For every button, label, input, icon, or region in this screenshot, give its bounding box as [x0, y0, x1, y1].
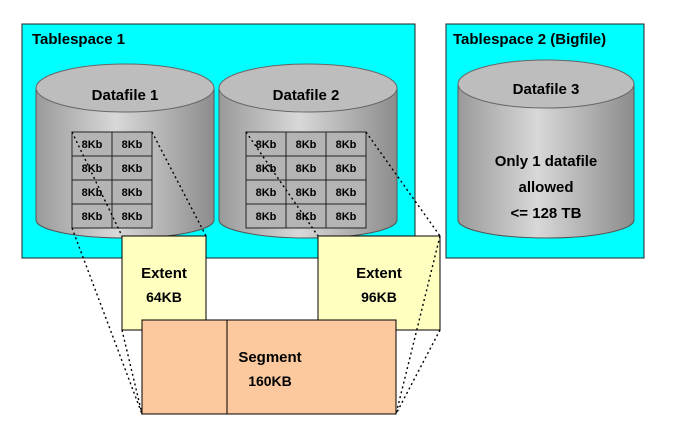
tablespace-1-title: Tablespace 1 — [32, 31, 125, 48]
extent-2-box — [317, 235, 441, 331]
datafile-2-block-cell — [325, 179, 367, 205]
datafile-3-title: Datafile 3 — [513, 81, 580, 98]
extent-1-label: Extent — [141, 265, 187, 282]
datafile-1-block-cell — [111, 131, 153, 157]
datafile-2-block-label: 8Kb — [256, 139, 277, 151]
datafile-1-block-label: 8Kb — [82, 211, 103, 223]
datafile-2-block-grid: 8Kb 8Kb 8Kb 8Kb 8Kb 8Kb 8Kb 8Kb 8Kb 8Kb 8Kb 8Kb — [245, 131, 367, 229]
datafile-2-title: Datafile 2 — [273, 87, 340, 104]
datafile-2-block-label: 8Kb — [256, 187, 277, 199]
extent-2-size: 96KB — [361, 289, 397, 305]
datafile-3-note-line-2: allowed — [518, 179, 573, 196]
extent-2-label: Extent — [356, 265, 402, 282]
datafile-2-block-label: 8Kb — [296, 139, 317, 151]
datafile-1-block-cell — [71, 131, 113, 157]
datafile-2-block-cell — [325, 203, 367, 229]
datafile-1-block-cell — [111, 203, 153, 229]
datafile-2-block-label: 8Kb — [336, 139, 357, 151]
datafile-2-block-label: 8Kb — [296, 187, 317, 199]
datafile-2-block-cell — [285, 203, 327, 229]
extent-1-projection-lines — [71, 131, 207, 237]
segment-size: 160KB — [248, 373, 292, 389]
datafile-1-block-label: 8Kb — [122, 211, 143, 223]
datafile-1-block-label: 8Kb — [122, 139, 143, 151]
datafile-1-block-label: 8Kb — [122, 163, 143, 175]
datafile-1-block-label: 8Kb — [122, 187, 143, 199]
datafile-2-block-label: 8Kb — [296, 211, 317, 223]
datafile-2-block-cell — [285, 131, 327, 157]
datafile-1-title: Datafile 1 — [92, 87, 159, 104]
datafile-2-block-cell — [285, 155, 327, 181]
datafile-1-block-grid: 8Kb 8Kb 8Kb 8Kb 8Kb 8Kb 8Kb 8Kb — [71, 131, 153, 229]
datafile-2-block-cell — [325, 131, 367, 157]
extent-2-projection-lines — [245, 131, 441, 237]
datafile-2-block-label: 8Kb — [336, 211, 357, 223]
segment-label: Segment — [238, 349, 301, 366]
datafile-2-block-label: 8Kb — [296, 163, 317, 175]
datafile-3-cylinder — [457, 59, 635, 239]
datafile-2-block-label: 8Kb — [336, 187, 357, 199]
datafile-1-block-label: 8Kb — [82, 163, 103, 175]
datafile-2-block-label: 8Kb — [256, 163, 277, 175]
segment-projection-lines — [71, 227, 441, 415]
extent-1-size: 64KB — [146, 289, 182, 305]
segment-box — [141, 319, 397, 415]
datafile-1-block-cell — [71, 203, 113, 229]
tablespace-2-title: Tablespace 2 (Bigfile) — [453, 31, 606, 48]
datafile-1-block-label: 8Kb — [82, 187, 103, 199]
datafile-3-note-line-3: <= 128 TB — [511, 205, 582, 222]
datafile-1-block-label: 8Kb — [82, 139, 103, 151]
datafile-1-block-cell — [111, 155, 153, 181]
datafile-2-block-label: 8Kb — [336, 163, 357, 175]
datafile-1-block-cell — [71, 155, 113, 181]
datafile-2-block-cell — [245, 203, 287, 229]
datafile-2-block-cell — [325, 155, 367, 181]
datafile-2-block-cell — [245, 155, 287, 181]
datafile-3-note-line-1: Only 1 datafile — [495, 153, 598, 170]
extent-1-box — [121, 235, 207, 331]
datafile-2-block-label: 8Kb — [256, 211, 277, 223]
